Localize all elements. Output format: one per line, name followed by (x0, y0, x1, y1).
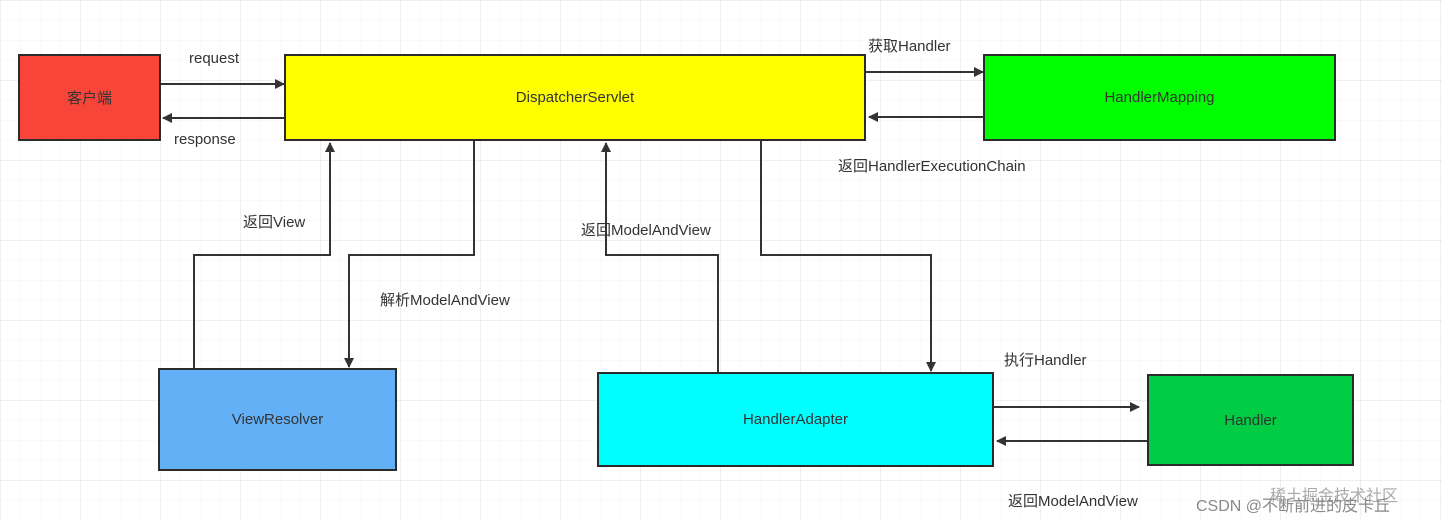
return-mav-bottom-label: 返回ModelAndView (1008, 493, 1138, 510)
dispatcher-servlet-label: DispatcherServlet (515, 89, 635, 106)
handler-adapter-node: HandlerAdapter (597, 372, 994, 467)
client-label: 客户端 (66, 90, 112, 107)
dispatch-adapter-arrow (760, 141, 936, 372)
client-node: 客户端 (18, 54, 161, 141)
watermark: CSDN @不断前进的皮卡丘 (1196, 498, 1391, 515)
handler-mapping-label: HandlerMapping (1104, 89, 1215, 106)
parse-mav-label: 解析ModelAndView (380, 292, 510, 309)
request-label: request (189, 50, 240, 67)
return-view-label: 返回View (243, 214, 306, 231)
return-view-arrow (193, 142, 335, 368)
handler-adapter-label: HandlerAdapter (742, 411, 849, 428)
exec-handler-label: 执行Handler (1004, 352, 1087, 369)
response-label: response (174, 131, 236, 148)
return-chain-label: 返回HandlerExecutionChain (838, 158, 1026, 175)
view-resolver-label: ViewResolver (231, 411, 324, 428)
handler-node: Handler (1147, 374, 1354, 466)
return-mav-up-arrow (601, 142, 719, 372)
watermark-overlay: 稀土掘金技术社区 (1270, 488, 1399, 505)
handler-label: Handler (1224, 411, 1277, 429)
parse-mav-arrow (344, 141, 475, 368)
dispatcher-servlet-node: DispatcherServlet (284, 54, 866, 141)
handler-mapping-node: HandlerMapping (983, 54, 1336, 141)
return-mav-up-label: 返回ModelAndView (581, 222, 711, 239)
get-handler-label: 获取Handler (868, 38, 951, 55)
view-resolver-node: ViewResolver (158, 368, 397, 471)
